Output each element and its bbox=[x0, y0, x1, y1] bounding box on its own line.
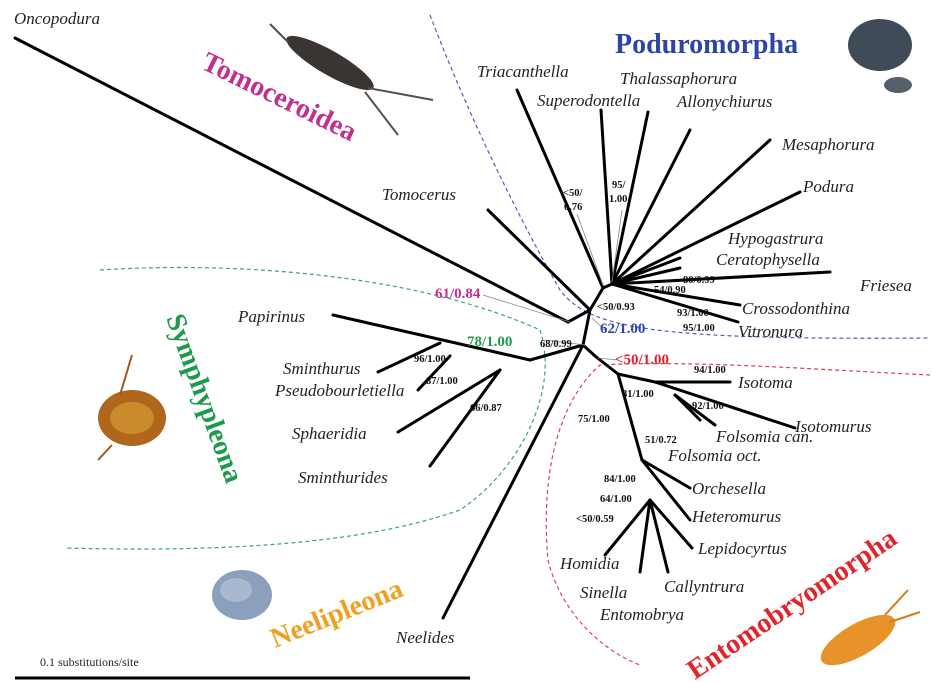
entomobryomorph-photo bbox=[814, 590, 920, 675]
taxon-label-orchesella: Orchesella bbox=[692, 479, 766, 498]
branch-ento-b bbox=[618, 374, 642, 460]
taxon-label-sphaeridia: Sphaeridia bbox=[292, 424, 367, 443]
scale-bar-label: 0.1 substitutions/site bbox=[40, 655, 139, 669]
branch-triacanthella bbox=[517, 90, 603, 288]
support-entomobryomorpha: <50/1.00 bbox=[615, 352, 669, 368]
support-value: 84/1.00 bbox=[604, 474, 636, 485]
support-value: 75/1.00 bbox=[578, 414, 610, 425]
taxon-label-folsomia-oct: Folsomia oct. bbox=[667, 446, 762, 465]
leader-line bbox=[577, 214, 603, 285]
taxon-label-oncopodura: Oncopodura bbox=[14, 9, 100, 28]
taxon-label-hypogastrura: Hypogastrura bbox=[727, 229, 823, 248]
branch-ento-a bbox=[618, 374, 655, 382]
taxon-label-friesea: Friesea bbox=[859, 276, 912, 295]
support-value: 95/1.00 bbox=[683, 323, 715, 334]
taxon-label-homidia: Homidia bbox=[559, 554, 620, 573]
support-value: 96/1.00 bbox=[414, 354, 446, 365]
taxon-label-thalassaphorura: Thalassaphorura bbox=[620, 69, 737, 88]
support-poduromorpha: 62/1.00 bbox=[600, 321, 645, 337]
branch-friesea bbox=[612, 272, 830, 284]
taxon-label-ceratophysella: Ceratophysella bbox=[716, 250, 820, 269]
taxon-label-entomobrya: Entomobrya bbox=[599, 605, 684, 624]
taxon-label-crossodonthina: Crossodonthina bbox=[742, 299, 850, 318]
taxon-label-podura: Podura bbox=[802, 177, 854, 196]
branch-neelides bbox=[443, 345, 583, 618]
symphypleona-photo bbox=[98, 355, 166, 460]
neelipleona-photo bbox=[212, 570, 272, 620]
support-value: 1.00 bbox=[609, 194, 627, 205]
taxon-label-isotoma: Isotoma bbox=[737, 373, 793, 392]
group-label-neelipleona: Neelipleona bbox=[266, 573, 407, 654]
taxon-label-allonychiurus: Allonychiurus bbox=[676, 92, 773, 111]
taxon-label-sminthurus: Sminthurus bbox=[283, 359, 361, 378]
support-value: 64/1.00 bbox=[600, 494, 632, 505]
branch-allonychiurus bbox=[612, 130, 690, 284]
support-value: 66/0.87 bbox=[470, 403, 502, 414]
support-value: <50/ bbox=[563, 188, 583, 199]
support-value: 92/1.00 bbox=[692, 401, 724, 412]
group-label-symphypleona: Symphypleona bbox=[159, 310, 249, 487]
taxon-label-vitronura: Vitronura bbox=[738, 322, 803, 341]
taxon-label-callyntrura: Callyntrura bbox=[664, 577, 744, 596]
support-value: 51/0.72 bbox=[645, 435, 677, 446]
taxon-label-tomocerus: Tomocerus bbox=[382, 185, 456, 204]
support-value: 87/1.00 bbox=[426, 376, 458, 387]
taxon-label-lepidocyrtus: Lepidocyrtus bbox=[697, 539, 787, 558]
taxon-label-heteromurus: Heteromurus bbox=[691, 507, 781, 526]
group-label-poduromorpha: Poduromorpha bbox=[615, 29, 798, 60]
taxon-label-mesaphorura: Mesaphorura bbox=[781, 135, 875, 154]
taxon-label-papirinus: Papirinus bbox=[237, 307, 305, 326]
taxon-label-superodontella: Superodontella bbox=[537, 91, 640, 110]
branch-backbone-2 bbox=[583, 310, 590, 345]
taxon-label-neelides: Neelides bbox=[395, 628, 455, 647]
support-tomoceroidea: 61/0.84 bbox=[435, 286, 481, 302]
branch-backbone-3 bbox=[583, 345, 595, 356]
support-value: 68/0.99 bbox=[540, 339, 572, 350]
support-value: <50/0.59 bbox=[576, 514, 614, 525]
taxon-label-pseudobourletiella: Pseudobourletiella bbox=[274, 381, 404, 400]
poduromorph-photo bbox=[848, 19, 912, 93]
taxon-label-triacanthella: Triacanthella bbox=[477, 62, 569, 81]
support-value: <50/0.93 bbox=[597, 302, 635, 313]
support-value: 0.76 bbox=[564, 202, 582, 213]
support-value: 81/1.00 bbox=[622, 389, 654, 400]
support-value: 95/ bbox=[612, 180, 627, 191]
taxon-label-sminthurides: Sminthurides bbox=[298, 468, 388, 487]
taxon-label-folsomia-can: Folsomia can. bbox=[715, 427, 813, 446]
support-value: 93/1.00 bbox=[677, 308, 709, 319]
support-value: 94/1.00 bbox=[694, 365, 726, 376]
support-value: 80/0.99 bbox=[683, 275, 715, 286]
support-symphypleona: 78/1.00 bbox=[467, 334, 512, 350]
taxon-label-sinella: Sinella bbox=[580, 583, 627, 602]
support-value: 54/0.90 bbox=[654, 285, 686, 296]
